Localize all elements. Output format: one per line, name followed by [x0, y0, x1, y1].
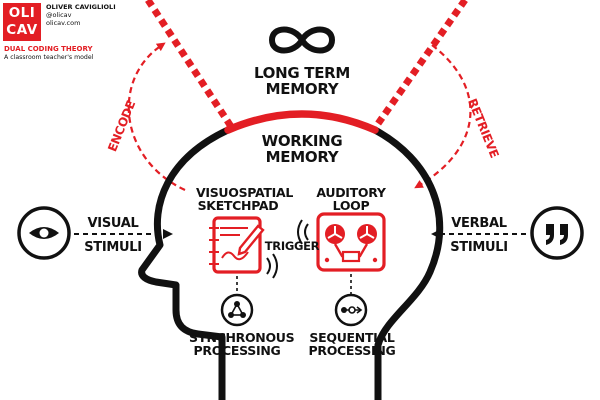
sequential-label: SEQUENTIAL PROCESSING [308, 330, 396, 359]
logo-line-1: OLI [8, 5, 36, 21]
eye-icon [17, 206, 71, 260]
long-term-memory-label: LONG TERM MEMORY [253, 64, 351, 98]
logo: OLI CAV [3, 3, 41, 41]
encode-channel-line [145, 0, 235, 130]
verbal-stimuli-label: VERBAL STIMULI [450, 216, 508, 255]
encode-arrow [127, 42, 186, 191]
working-memory-label: WORKING MEMORY [261, 132, 343, 166]
theory-block: DUAL CODING THEORY A classroom teacher's… [4, 45, 93, 62]
trigger-label: TRIGGER [264, 239, 320, 253]
retrieve-arrow [414, 44, 472, 189]
synchronous-label: SYNCHRONOUS PROCESSING [189, 330, 295, 359]
sound-waves-icon [266, 219, 309, 279]
network-icon [220, 293, 254, 327]
theory-subtitle: A classroom teacher's model [4, 54, 94, 61]
author-block: OLIVER CAVIGLIOLI @olicav olicav.com [46, 3, 116, 27]
author-site: olicav.com [46, 19, 81, 27]
infinity-icon [268, 26, 336, 54]
theory-title: DUAL CODING THEORY [4, 45, 93, 53]
logo-line-2: CAV [6, 22, 38, 38]
auditory-label: AUDITORY LOOP [316, 185, 386, 214]
author-handle: @olicav [46, 11, 72, 19]
head-outline [138, 126, 444, 400]
sequence-icon [334, 293, 368, 327]
retrieve-channel-line [372, 0, 468, 131]
author-name: OLIVER CAVIGLIOLI [46, 3, 116, 11]
tape-recorder-icon [316, 212, 386, 272]
working-memory-arc [224, 110, 379, 134]
quote-icon [530, 206, 584, 260]
sketchpad-icon [209, 216, 265, 274]
visual-stimuli-label: VISUAL STIMULI [84, 216, 142, 255]
visuospatial-label: VISUOSPATIAL SKETCHPAD [196, 185, 294, 214]
